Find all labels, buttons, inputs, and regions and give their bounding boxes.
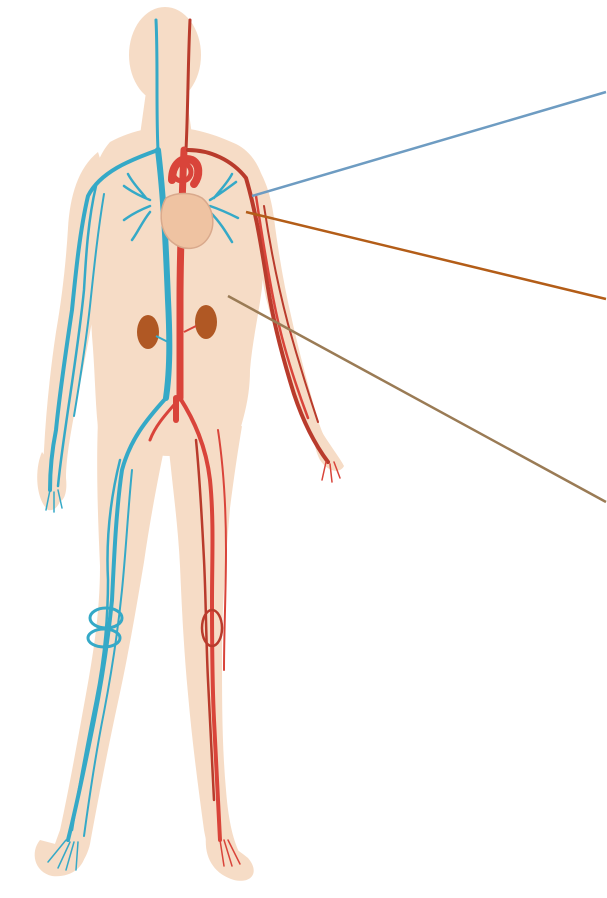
- aorta: [180, 150, 184, 398]
- left-kidney: [137, 315, 159, 349]
- callout-abdomen-line: [228, 296, 606, 502]
- right-kidney: [195, 305, 217, 339]
- callout-lungs-line: [252, 92, 606, 196]
- callout-heart-line: [246, 212, 606, 299]
- jugular-vein: [156, 20, 158, 150]
- body-silhouette: [35, 7, 344, 881]
